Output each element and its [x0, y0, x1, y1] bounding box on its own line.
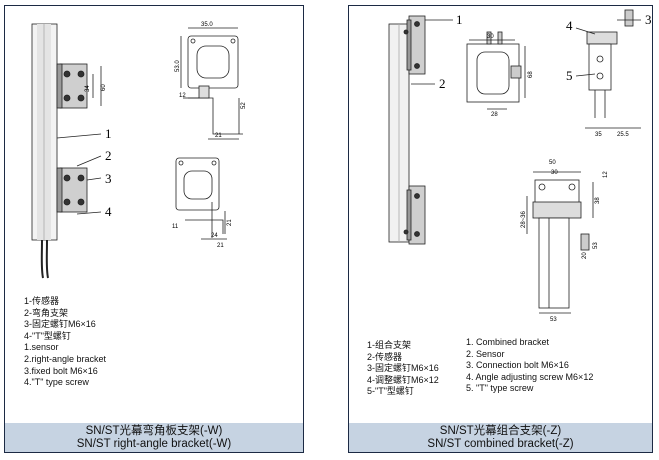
- caption-cn: SN/ST光幕组合支架(-Z): [439, 425, 562, 437]
- caption-en: SN/ST combined bracket(-Z): [427, 438, 574, 450]
- legend-cn-item: 2-传感器: [367, 351, 403, 362]
- legend-en-item: 4. Angle adjusting screw M6×12: [466, 371, 594, 382]
- dim-top-width: 30: [487, 34, 494, 40]
- panel-combined-bracket: 1 2 3 4 5 30 68 28 35 25.5 50 30 12 38 2…: [348, 5, 653, 453]
- callout-4: 4: [566, 18, 573, 33]
- legend-en-item: 4."T" type screw: [24, 377, 89, 388]
- legend-cn-item: 1-组合支架: [367, 340, 412, 350]
- legend-en-item: 2. Sensor: [466, 348, 505, 359]
- caption-right: SN/ST光幕组合支架(-Z) SN/ST combined bracket(-…: [349, 423, 652, 452]
- callout-2: 2: [105, 148, 112, 163]
- dim-lower-top-a: 50: [549, 160, 556, 166]
- right-angle-bracket-drawing: 1 2 3 4 34 60 35.0 53.0 12 52 21 11 24 2…: [31, 22, 247, 279]
- callout-1: 1: [105, 126, 112, 141]
- legend-right-en: 1. Combined bracket 2. Sensor 3. Connect…: [466, 337, 593, 395]
- dim-view1-width: 35.0: [201, 22, 213, 28]
- dim-view1-leg: 12: [179, 93, 186, 99]
- dim-view1-height: 53.0: [175, 60, 181, 72]
- callout-3: 3: [105, 171, 112, 186]
- legend-en-item: 1.sensor: [24, 342, 59, 353]
- legend-cn-item: 4-"T"型螺钉: [24, 330, 71, 341]
- callout-4: 4: [105, 204, 112, 219]
- dim-lower-bottom: 53: [550, 317, 557, 323]
- dim-lower-mid-b: 53: [593, 242, 599, 249]
- lower-bracket: [59, 167, 88, 213]
- dim-lower-top-b: 30: [551, 170, 558, 176]
- callout-1: 1: [456, 12, 463, 27]
- dim-view2-left: 11: [172, 224, 179, 230]
- legend-left: 1-传感器 2-弯角支架 3-固定螺钉M6×16 4-"T"型螺钉 1.sens…: [24, 296, 106, 389]
- dim-top-bottom: 28: [491, 112, 498, 118]
- legend-en-item: 1. Combined bracket: [466, 337, 550, 347]
- legend-right-cn: 1-组合支架 2-传感器 3-固定螺钉M6×16 4-调整螺钉M6×12 5-"…: [367, 340, 439, 398]
- dim-lower-right-a: 12: [603, 171, 609, 178]
- combined-side-view: [586, 31, 618, 45]
- legend-cn-item: 3-固定螺钉M6×16: [367, 363, 439, 374]
- callout-3: 3: [645, 12, 652, 27]
- dim-top-height: 68: [528, 71, 534, 78]
- caption-left: SN/ST光幕弯角板支架(-W) SN/ST right-angle brack…: [5, 423, 303, 452]
- dim-view1-bottom: 21: [215, 133, 222, 139]
- legend-cn-item: 2-弯角支架: [24, 307, 69, 318]
- callout-5: 5: [566, 68, 573, 83]
- dim-view2-bottom-b: 21: [217, 243, 224, 249]
- combined-bracket-drawing: 1 2 3 4 5 30 68 28 35 25.5 50 30 12 38 2…: [388, 9, 652, 323]
- legend-en-item: 5. "T" type screw: [466, 383, 534, 394]
- caption-en: SN/ST right-angle bracket(-W): [76, 438, 232, 450]
- legend-cn-item: 1-传感器: [24, 296, 60, 306]
- legend-cn-item: 3-固定螺钉M6×16: [24, 319, 96, 330]
- dim-side-a: 35: [595, 132, 602, 138]
- dim-side-b: 25.5: [617, 132, 629, 138]
- legend-en-item: 2.right-angle bracket: [24, 353, 107, 364]
- dim-lower-left: 28~36: [521, 210, 527, 228]
- dim-view1-h: 52: [241, 102, 247, 109]
- caption-cn: SN/ST光幕弯角板支架(-W): [85, 425, 223, 437]
- dim-bracket-b: 60: [101, 84, 107, 91]
- legend-cn-item: 5-"T"型螺钉: [367, 386, 414, 397]
- panel-right-angle-bracket: 1 2 3 4 34 60 35.0 53.0 12 52 21 11 24 2…: [4, 5, 304, 453]
- dim-lower-right-b: 38: [595, 197, 601, 204]
- callout-2: 2: [439, 76, 446, 91]
- dim-view2-bottom-a: 24: [211, 233, 218, 239]
- legend-cn-item: 4-调整螺钉M6×12: [367, 374, 439, 385]
- dim-lower-mid-a: 20: [582, 252, 588, 259]
- dim-view2-h: 21: [227, 219, 233, 226]
- legend-en-item: 3. Connection bolt M6×16: [466, 360, 569, 371]
- upper-bracket: [59, 63, 88, 109]
- dim-bracket-a: 34: [85, 85, 91, 92]
- legend-en-item: 3.fixed bolt M6×16: [24, 365, 98, 376]
